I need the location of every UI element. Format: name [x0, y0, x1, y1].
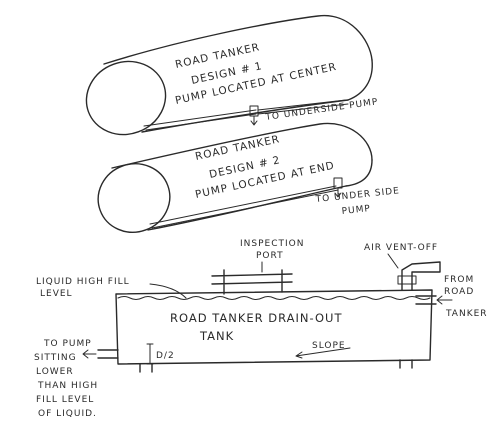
drain-tank-title-2: TANK — [199, 329, 234, 343]
drain-out-tank: INSPECTION PORT AIR VENT-OFF FROM ROAD T… — [34, 239, 488, 419]
liquid-high-fill-label-2: LEVEL — [40, 289, 73, 299]
slope-arrow — [295, 347, 351, 359]
inspection-port-label-1: INSPECTION — [240, 239, 304, 249]
drain-tank-body — [115, 289, 433, 365]
tank-foot-left — [139, 363, 153, 373]
tank-foot-right — [399, 359, 413, 369]
outlet-note-2: SITTING — [34, 353, 77, 363]
outlet-pipe — [97, 349, 119, 359]
liquid-high-fill-label-1: LIQUID HIGH FILL — [36, 277, 130, 287]
air-vent-label: AIR VENT-OFF — [364, 243, 438, 253]
tanker-2-right-end — [345, 159, 373, 187]
tanker-2-bottom-edge — [147, 185, 347, 231]
air-vent-valve — [397, 275, 417, 285]
drain-tank-title-1: ROAD TANKER DRAIN-OUT — [170, 311, 342, 325]
air-vent-pipe — [401, 261, 441, 291]
outlet-note-4: THAN HIGH — [37, 381, 98, 391]
slope-label: SLOPE — [312, 341, 346, 351]
tanker-2-end-cap — [97, 163, 171, 233]
d-over-2-dimension — [146, 343, 154, 365]
tanker-2-pump-note-1: TO UNDER SIDE — [314, 186, 400, 205]
tanker-2-pump-arrow — [334, 187, 342, 198]
tanker-1-right-end — [347, 59, 373, 101]
tanker-1-pump-arrow — [250, 115, 258, 126]
inspection-port — [211, 269, 293, 295]
tanker-1-end-cap — [85, 60, 167, 136]
liquid-high-fill-line — [117, 296, 431, 300]
from-road-tanker-label-3: TANKER — [445, 309, 488, 319]
liquid-high-fill-leader — [149, 283, 187, 299]
tanker-1-top-edge — [103, 15, 373, 65]
from-road-tanker-label-2: ROAD — [444, 287, 474, 297]
d-over-2-label: D/2 — [156, 351, 175, 361]
inspection-port-label-2: PORT — [256, 251, 284, 261]
inlet-arrow — [436, 295, 453, 305]
outlet-note-5: FILL LEVEL — [36, 395, 94, 405]
tanker-2-top-edge — [111, 122, 373, 169]
outlet-note-3: LOWER — [36, 367, 74, 377]
outlet-note-6: OF LIQUID. — [38, 409, 97, 419]
outlet-arrow — [82, 349, 97, 359]
air-vent-leader — [387, 253, 399, 269]
tanker-1-pump-note: TO UNDERSIDE PUMP — [264, 97, 379, 123]
inlet-pipe — [415, 295, 437, 305]
tanker-1-underside-pipe — [143, 99, 349, 131]
tanker-2-underside-pipe — [149, 185, 339, 229]
tanker-2-pump-note-2: PUMP — [341, 204, 371, 217]
from-road-tanker-label-1: FROM — [444, 275, 474, 285]
tanker-1-bottom-edge — [141, 99, 349, 133]
tanker-design-1: ROAD TANKER DESIGN # 1 PUMP LOCATED AT C… — [85, 15, 379, 136]
tanker-design-2: ROAD TANKER DESIGN # 2 PUMP LOCATED AT E… — [97, 122, 400, 233]
outlet-note-1: TO PUMP — [43, 339, 92, 349]
